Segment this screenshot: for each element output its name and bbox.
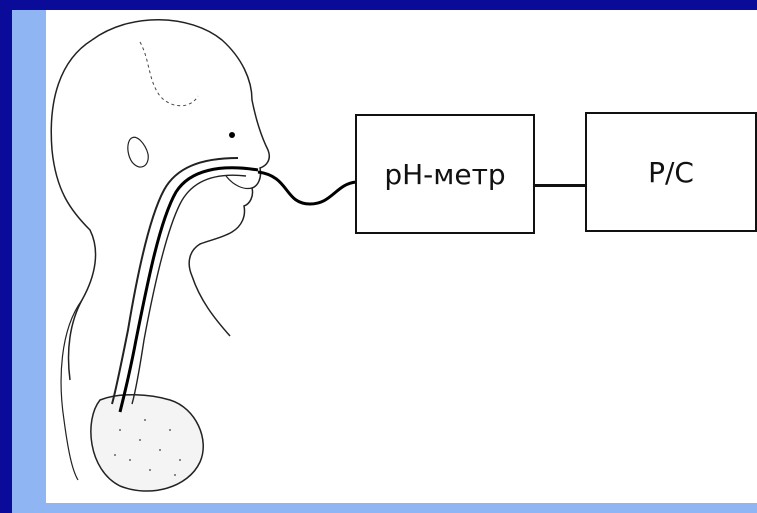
probe-cable [257, 170, 357, 206]
ph-meter-label: pH-метр [384, 157, 506, 191]
pc-box: P/C [585, 112, 757, 232]
ph-to-pc-connector [535, 184, 585, 187]
ph-meter-box: pH-метр [355, 114, 535, 234]
esophagus [111, 157, 239, 405]
head-outline [50, 39, 97, 381]
probe-tube [118, 166, 259, 413]
left-accent-bar [12, 10, 46, 513]
stomach [90, 393, 204, 492]
pc-label: P/C [648, 155, 694, 189]
bottom-accent-bar [46, 503, 757, 513]
